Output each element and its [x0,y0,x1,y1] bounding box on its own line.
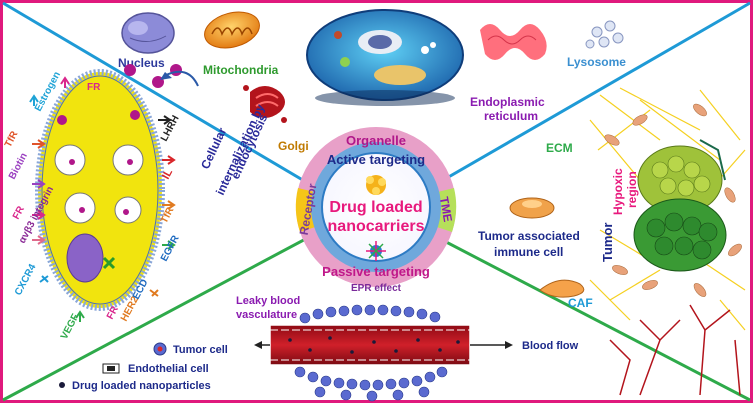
ring-active-targeting-label: Active targeting [327,152,425,167]
flow-arrow-left [254,341,270,349]
legend-endothelial-marker [102,363,120,374]
flow-arrow-right [470,341,513,349]
blood-vessel [269,324,471,366]
ring-epr-label: EPR effect [351,283,402,294]
target-cell [35,69,165,311]
lysosome-label: Lysosome [567,55,626,69]
legend-endothelial-label: Endothelial cell [128,363,209,375]
tme-hypoxic-line1: Hypoxic [611,168,625,215]
golgi-illustration [243,85,287,123]
endoplasmic-reticulum-illustration [480,24,547,60]
core-text-line1: Drug loaded [329,199,422,216]
legend-np-marker [59,382,65,388]
tumor-cells-cluster [294,304,448,402]
receptor-fr-top: FR [87,82,101,93]
ring-tme-label: TME [437,196,455,223]
endoplasmic-label-line1: Endoplasmic [470,95,545,109]
tme-ecm-label: ECM [546,141,573,155]
divider-bottom-right [399,216,751,402]
tme-hypoxic-line2: region [625,171,639,208]
divider-top-right [399,1,751,207]
divider-bottom-left [2,216,346,402]
vessel-leaky-line1: Leaky blood [236,295,300,307]
divider-top-left [2,1,346,207]
vessel-leaky-line2: vasculature [236,309,297,321]
tumor-mass [633,139,727,272]
cell-illustration [306,9,464,106]
legend-np-label: Drug loaded nanoparticles [72,380,211,392]
outside-drug-particles [124,64,199,88]
nanocarrier-icon-top [366,175,386,195]
lysosome-illustration [585,20,624,49]
core-text-line2: nanocarriers [328,218,425,235]
ring-organelle-label: Organelle [346,133,406,148]
blood-vessels-tumor [609,304,741,396]
legend-tumor-cell-marker [153,342,167,356]
tme-immune-line2: immune cell [494,245,563,259]
nanocarrier-icon-bottom [366,241,386,261]
nucleus-illustration [121,12,175,54]
golgi-label: Golgi [278,139,309,153]
caf-illustration [539,279,585,298]
legend: Tumor cell Endothelial cell Drug loaded … [59,342,228,392]
immune-cell-illustration [509,197,555,219]
ring-passive-targeting-label: Passive targeting [322,264,430,279]
mitochondria-label: Mitochondria [203,63,279,77]
endoplasmic-label-line2: reticulum [484,109,538,123]
mitochondria-illustration [204,11,260,49]
center-hub [295,127,457,287]
legend-tumor-cell-label: Tumor cell [173,344,228,356]
vessel-blood-flow-label: Blood flow [522,340,579,352]
tme-caf-label: CAF [568,296,593,310]
caf-cells-scattered [604,103,742,297]
tme-tumor-label: Tumor [600,223,615,262]
receptor-markers [29,76,176,322]
tme-immune-line1: Tumor associated [478,229,580,243]
